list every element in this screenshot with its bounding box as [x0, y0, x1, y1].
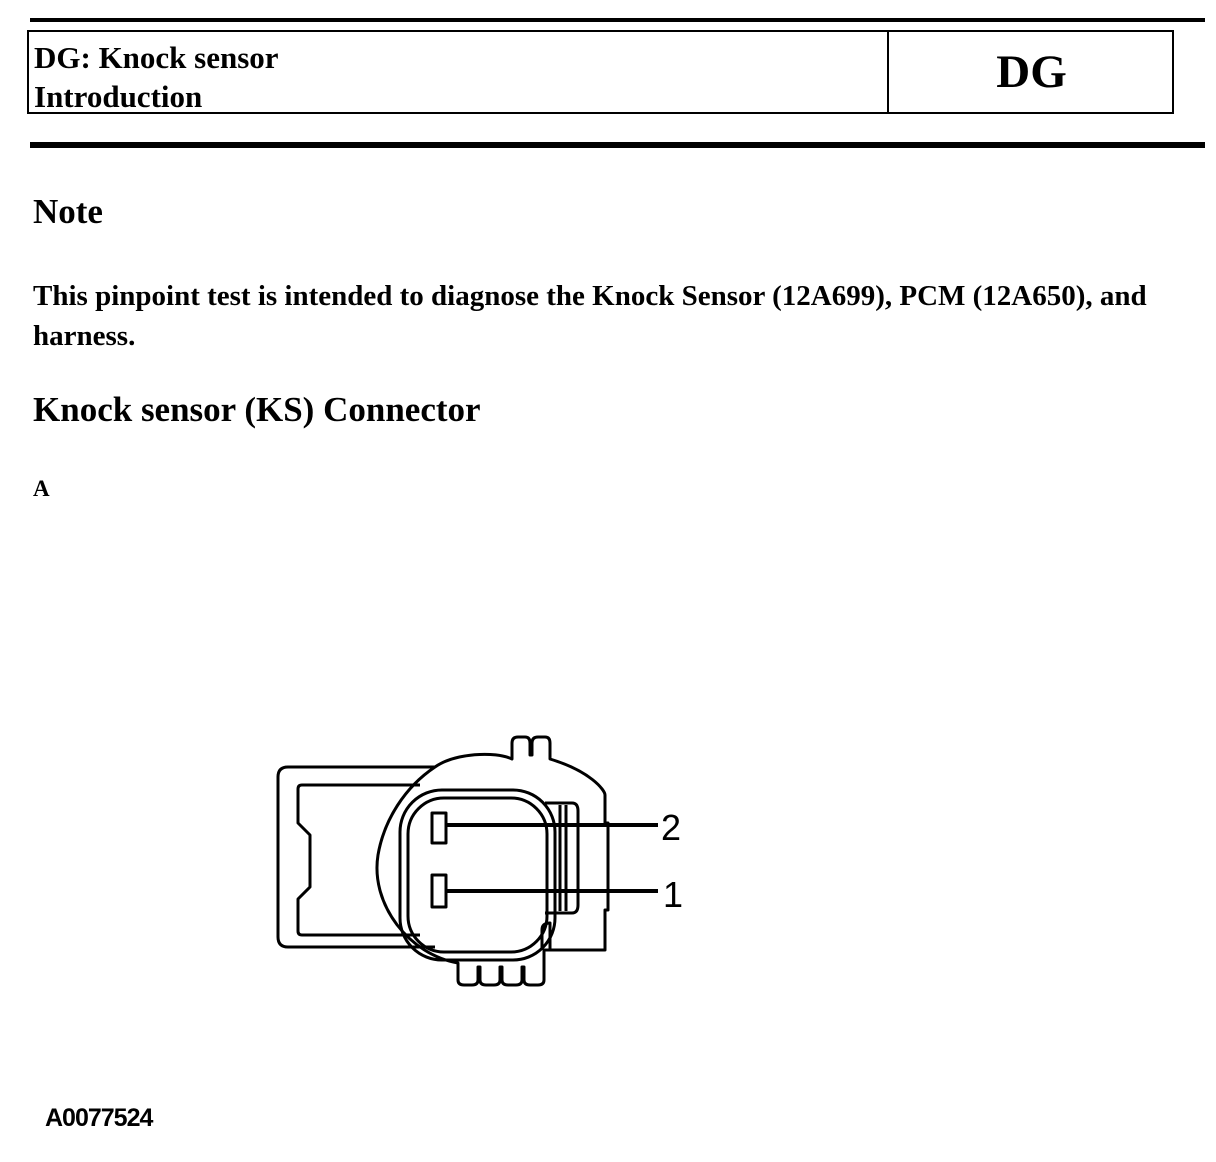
header-divider-rule	[30, 142, 1205, 148]
document-header: DG: Knock sensor Introduction DG	[27, 30, 1174, 114]
connector-diagram: 2 1	[260, 725, 710, 1000]
section-letter: A	[33, 476, 50, 501]
latch-housing-inner	[296, 783, 420, 937]
right-bottom-notch	[540, 921, 552, 950]
header-title-cell: DG: Knock sensor Introduction	[29, 32, 889, 114]
header-subtitle: Introduction	[34, 79, 203, 114]
latch-housing-outline	[276, 765, 435, 949]
ribbed-nose	[545, 801, 580, 915]
connector-heading: Knock sensor (KS) Connector	[33, 390, 481, 429]
terminal-cavity-inner	[406, 796, 549, 954]
terminal-pin-2	[430, 811, 448, 845]
note-text: This pinpoint test is intended to diagno…	[33, 280, 1147, 352]
connector-body-outline	[375, 735, 610, 987]
section-code: DG	[996, 46, 1067, 98]
pin-1-label: 1	[663, 874, 684, 915]
pin-2-label: 2	[661, 807, 682, 848]
header-title: DG: Knock sensor	[34, 40, 279, 75]
figure-id: A0077524	[45, 1104, 153, 1132]
connector-drawing	[276, 735, 658, 987]
top-rule	[30, 18, 1205, 22]
terminal-pin-1	[430, 873, 448, 909]
note-heading: Note	[33, 192, 103, 231]
terminal-cavity-outer	[398, 788, 557, 962]
